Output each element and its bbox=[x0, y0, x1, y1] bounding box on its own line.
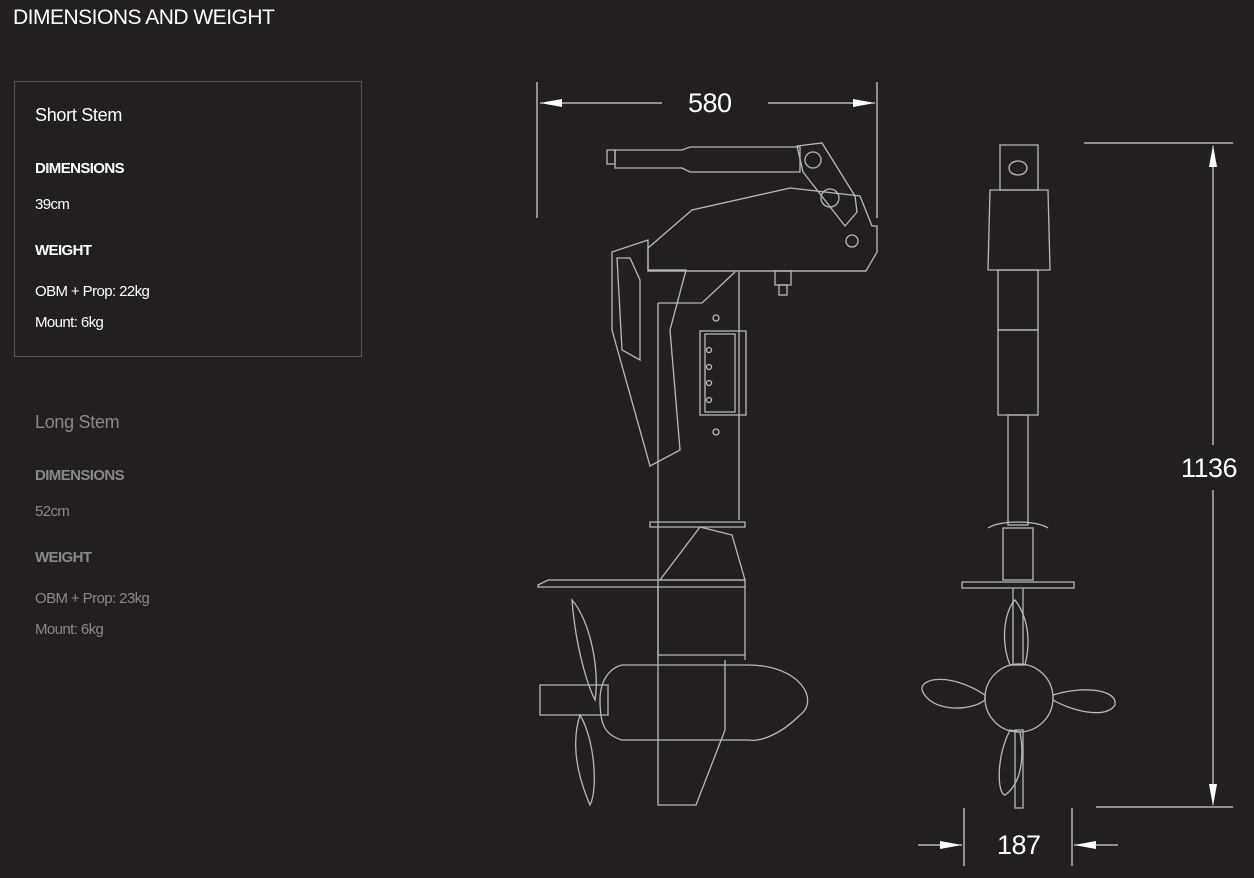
weight-obm-prop: OBM + Prop: 22kg bbox=[35, 283, 150, 300]
width-dimension-label: 580 bbox=[688, 88, 732, 118]
variant-card-short-stem[interactable]: Short Stem DIMENSIONS 39cm WEIGHT OBM + … bbox=[14, 81, 362, 357]
side-view bbox=[537, 142, 878, 807]
variant-name: Short Stem bbox=[35, 105, 123, 125]
weight-mount: Mount: 6kg bbox=[35, 621, 104, 638]
weight-label: WEIGHT bbox=[35, 242, 92, 259]
dimensions-value: 39cm bbox=[35, 196, 70, 213]
variant-name: Long Stem bbox=[35, 412, 120, 432]
page-title: DIMENSIONS AND WEIGHT bbox=[13, 6, 275, 29]
weight-label: WEIGHT bbox=[35, 549, 92, 566]
dimensions-label: DIMENSIONS bbox=[35, 467, 125, 484]
dimensions-label: DIMENSIONS bbox=[35, 160, 125, 177]
dimension-lines bbox=[536, 82, 1233, 866]
variant-card-long-stem[interactable]: Long Stem DIMENSIONS 52cm WEIGHT OBM + P… bbox=[14, 388, 362, 648]
dimensions-value: 52cm bbox=[35, 503, 70, 520]
rear-view bbox=[921, 144, 1116, 809]
depth-dimension-label: 187 bbox=[997, 830, 1041, 860]
height-dimension-label: 1136 bbox=[1181, 453, 1238, 483]
weight-mount: Mount: 6kg bbox=[35, 314, 104, 331]
weight-obm-prop: OBM + Prop: 23kg bbox=[35, 590, 150, 607]
arrowheads bbox=[540, 99, 1217, 849]
